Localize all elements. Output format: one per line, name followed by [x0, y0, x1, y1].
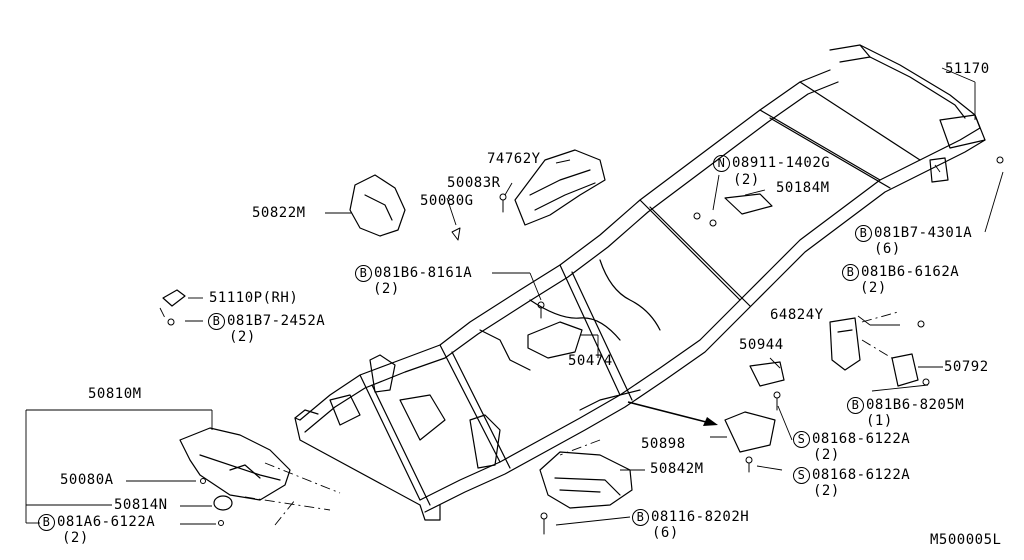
- bolt-icons: [167, 156, 1004, 535]
- bolt-symbol-icon: B: [38, 514, 55, 531]
- part-number: 081B6-6162A: [861, 264, 960, 280]
- qty-08168-6122A-b: (2): [813, 483, 840, 499]
- diagram-code: M500005L: [930, 532, 1002, 548]
- label-50944: 50944: [739, 337, 784, 353]
- label-50474: 50474: [568, 353, 613, 369]
- nut-symbol-icon: N: [713, 155, 730, 172]
- bracket-50822M: [349, 174, 406, 237]
- label-50083R: 50083R: [447, 175, 501, 191]
- label-74762Y: 74762Y: [487, 151, 541, 167]
- label-51170: 51170: [945, 61, 990, 77]
- label-50184M: 50184M: [776, 180, 830, 196]
- qty-081B6-8161A: (2): [373, 281, 400, 297]
- part-number: 081B6-8161A: [374, 265, 473, 281]
- bolt-symbol-icon: B: [847, 397, 864, 414]
- bolt-symbol-icon: B: [208, 313, 225, 330]
- qty-081B7-4301A: (6): [874, 241, 901, 257]
- screw-symbol-icon: S: [793, 467, 810, 484]
- part-number: 08911-1402G: [732, 155, 831, 171]
- part-number: 081A6-6122A: [57, 514, 156, 530]
- skid-plate-50810M: [179, 427, 291, 501]
- bracket-50944: [749, 361, 785, 387]
- qty-08116-8202H: (6): [652, 525, 679, 541]
- label-50080G: 50080G: [420, 193, 474, 209]
- qty-081A6-6122A: (2): [62, 530, 89, 546]
- label-50842M: 50842M: [650, 461, 704, 477]
- part-number: 08116-8202H: [651, 509, 750, 525]
- bolt-symbol-icon: B: [632, 509, 649, 526]
- bracket-50814N: [213, 495, 233, 511]
- leader-lines: [25, 67, 1004, 526]
- qty-08168-6122A-a: (2): [813, 447, 840, 463]
- chassis-frame: [294, 44, 986, 521]
- label-50822M: 50822M: [252, 205, 306, 221]
- heat-shield-74762Y: [514, 149, 606, 226]
- part-number: 081B7-2452A: [227, 313, 326, 329]
- part-number: 08168-6122A: [812, 467, 911, 483]
- bolt-symbol-icon: B: [842, 264, 859, 281]
- qty-08911-1402G: (2): [733, 172, 760, 188]
- skid-plate-50842M: [539, 451, 633, 509]
- qty-081B7-2452A: (2): [229, 329, 256, 345]
- bracket-50898: [724, 411, 776, 453]
- label-64824Y: 64824Y: [770, 307, 824, 323]
- bolt-symbol-icon: B: [855, 225, 872, 242]
- bracket-50792: [891, 353, 919, 387]
- label-50814N: 50814N: [114, 497, 168, 513]
- screw-symbol-icon: S: [793, 431, 810, 448]
- label-50898: 50898: [641, 436, 686, 452]
- phantom-lines: [159, 164, 941, 526]
- part-number: 081B6-8205M: [866, 397, 965, 413]
- bracket-64824Y: [829, 317, 861, 371]
- label-50810M: 50810M: [88, 386, 142, 402]
- bracket-50474: [527, 321, 583, 359]
- label-50080A: 50080A: [60, 472, 114, 488]
- bracket-51110P: [162, 289, 186, 307]
- part-number: 08168-6122A: [812, 431, 911, 447]
- part-number: 081B7-4301A: [874, 225, 973, 241]
- qty-081B6-6162A: (2): [860, 280, 887, 296]
- label-50792: 50792: [944, 359, 989, 375]
- bracket-50184M: [724, 193, 773, 215]
- label-51110P: 51110P(RH): [209, 290, 299, 306]
- bolt-symbol-icon: B: [355, 265, 372, 282]
- qty-081B6-8205M: (1): [866, 413, 893, 429]
- arrow-icon: [627, 401, 718, 426]
